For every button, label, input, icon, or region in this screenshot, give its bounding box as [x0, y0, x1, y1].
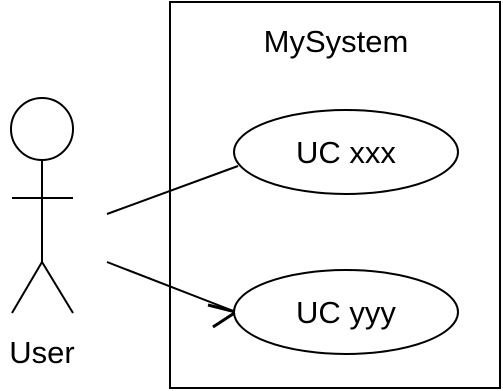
actor-right-leg: [41, 261, 74, 314]
association-uc-xxx: [106, 165, 239, 215]
actor-name: User: [9, 335, 74, 370]
system-name: MySystem: [264, 24, 409, 59]
use-case-uc-yyy: UC yyy: [233, 269, 459, 355]
use-case-uc-xxx: UC xxx: [233, 109, 459, 195]
use-case-ellipse: [233, 269, 459, 355]
actor-head: [10, 97, 74, 161]
association-uc-yyy: [106, 261, 237, 313]
use-case-label: UC yyy: [296, 295, 396, 330]
use-case-label: UC xxx: [296, 135, 396, 170]
use-case-ellipse: [233, 109, 459, 195]
actor-left-leg: [11, 261, 43, 314]
actor-user: User: [9, 97, 75, 370]
